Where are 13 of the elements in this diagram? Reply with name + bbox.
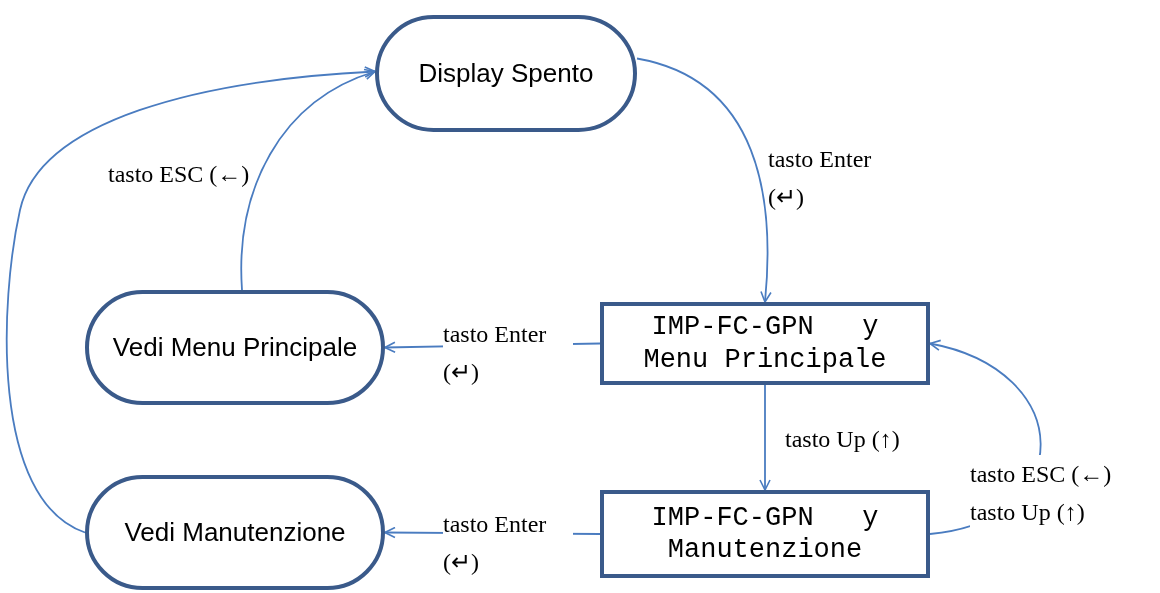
display-text: IMP-FC-GPN y [651, 311, 879, 344]
state-label: Vedi Manutenzione [124, 515, 346, 549]
display-text: IMP-FC-GPN y [651, 501, 879, 534]
state-label: Vedi Menu Principale [112, 330, 358, 364]
display-text: Menu Principale [643, 343, 887, 376]
arrow [5, 66, 376, 534]
lcd-display-box [600, 490, 930, 578]
arrow [240, 69, 376, 291]
arrow [636, 57, 772, 303]
arrow [759, 384, 771, 491]
state-label: Display Spento [418, 56, 594, 90]
lcd-display-box [600, 302, 930, 385]
display-text: Manutenzione [667, 534, 863, 567]
